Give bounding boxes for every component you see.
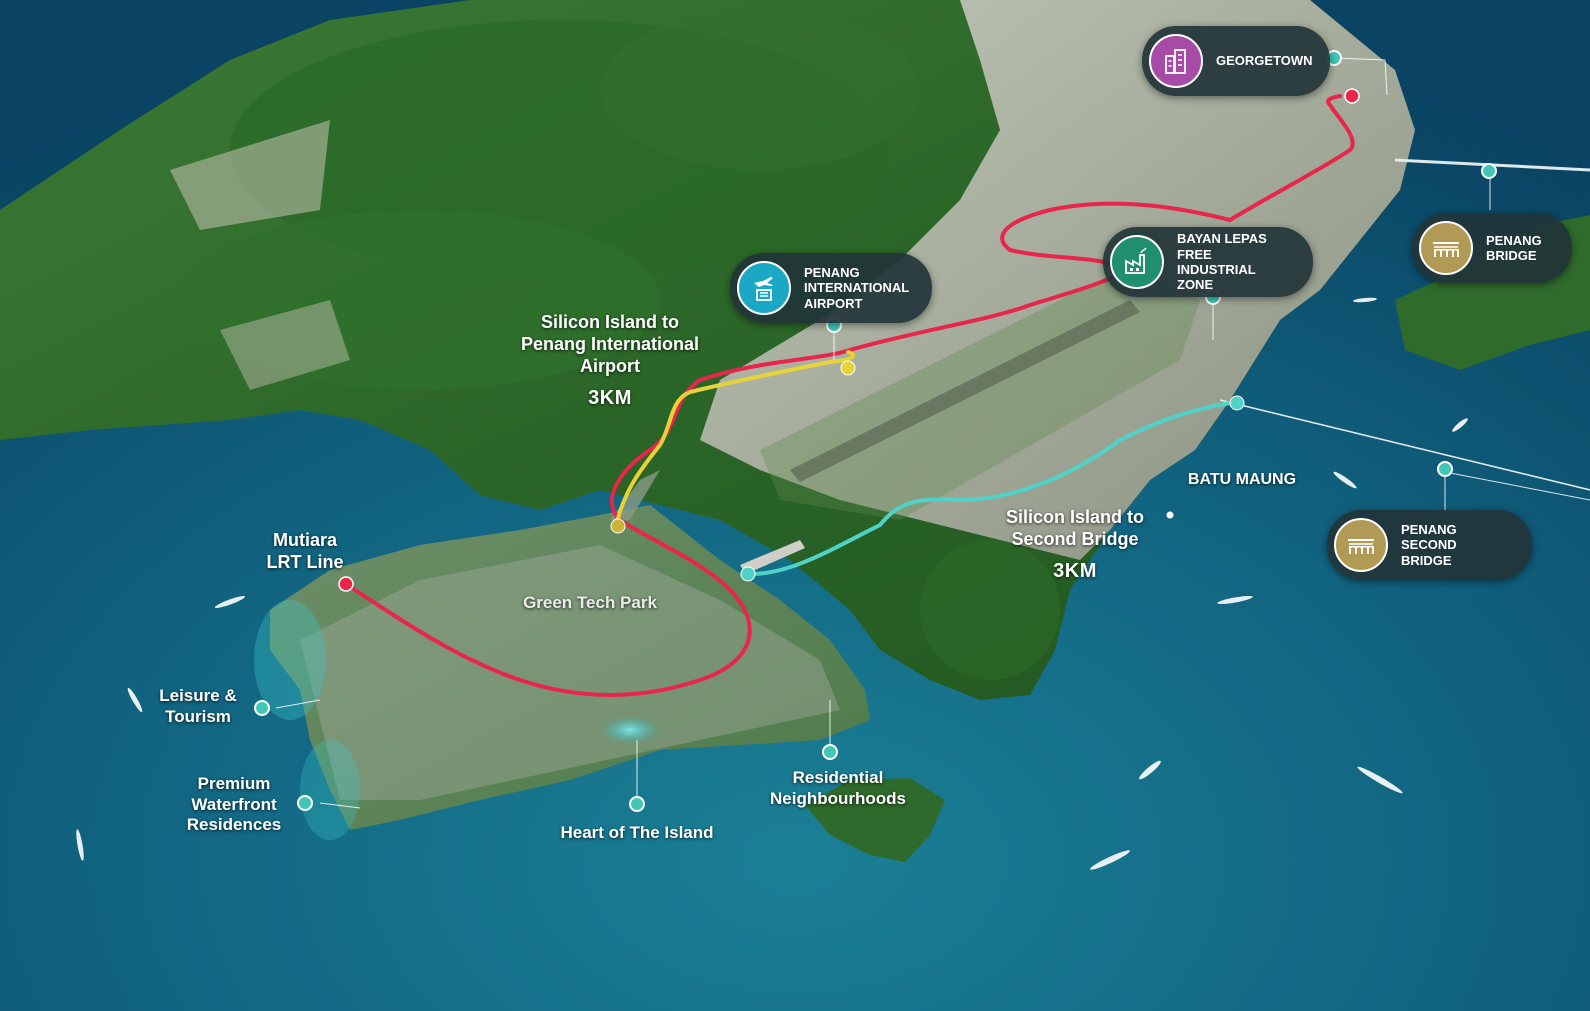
batu-maung-label: BATU MAUNG — [1187, 471, 1297, 488]
bayan-lepas-pill: BAYAN LEPAS FREE INDUSTRIAL ZONE — [1103, 227, 1313, 297]
lrt-route-line — [344, 94, 1355, 697]
residential-label-line-1: Residential — [792, 768, 884, 787]
georgetown-pill: GEORGETOWN — [1142, 26, 1330, 96]
penang-bridge-pill-line-1: PENANG — [1486, 232, 1542, 248]
airport-runway — [790, 300, 1140, 482]
second-bridge-pill: PENANG SECOND BRIDGE — [1327, 510, 1532, 580]
airport-route-label-line-3: Airport — [580, 355, 640, 376]
buildings-icon — [1149, 34, 1203, 88]
leisure-label-line-2: Tourism — [165, 706, 231, 726]
leisure-label-line-1: Leisure & — [159, 686, 237, 705]
second-bridge-pill-line-2: BRIDGE — [1401, 552, 1452, 568]
urban-area — [700, 0, 1415, 560]
boats — [76, 297, 1468, 870]
airport-pill-line-2: INTERNATIONAL — [804, 280, 910, 296]
bridge-route-line — [746, 401, 1232, 577]
second-bridge-span — [1219, 399, 1590, 491]
bridge-route-distance: 3KM — [1053, 559, 1097, 582]
airport-route-line — [615, 350, 856, 524]
airport-tower-icon — [737, 261, 791, 315]
bridge-icon — [1419, 221, 1473, 275]
factory-icon — [1110, 235, 1164, 289]
penang-bridge-pill-line-2: BRIDGE — [1486, 248, 1537, 263]
georgetown-pill-line-1: GEORGETOWN — [1216, 53, 1313, 69]
georgetown-pill-text: GEORGETOWN — [1216, 53, 1313, 68]
bridge-route-label-line-1: Silicon Island to — [1005, 507, 1144, 527]
bridge-icon — [1334, 518, 1388, 572]
green-tech-park-label: Green Tech Park — [523, 593, 657, 612]
residential-label-line-2: Neighbourhoods — [770, 788, 906, 808]
residential-label: Residential Neighbourhoods — [770, 768, 906, 809]
airport-pill-text: PENANG INTERNATIONAL AIRPORT — [804, 265, 909, 311]
bridge-route-label-line-2: Second Bridge — [1011, 528, 1139, 549]
second-bridge-pill-text: PENANG SECOND BRIDGE — [1401, 522, 1510, 568]
bayan-lepas-pill-line-2: FREE INDUSTRIAL — [1177, 246, 1256, 277]
heart-of-island-label: Heart of The Island — [560, 823, 714, 842]
bayan-lepas-pill-line-1: BAYAN LEPAS — [1177, 231, 1267, 247]
airport-route-label: Silicon Island to Penang International A… — [510, 312, 710, 410]
premium-waterfront-label: Premium Waterfront Residences — [178, 774, 290, 836]
mutiara-lrt-label: Mutiara LRT Line — [250, 530, 360, 574]
second-bridge-pill-line-1: PENANG SECOND — [1401, 522, 1457, 553]
leisure-tourism-label: Leisure & Tourism — [150, 686, 246, 727]
premium-label-line-3: Residences — [186, 815, 282, 835]
airport-route-label-line-2: Penang International — [520, 333, 700, 354]
penang-bridge-pill: PENANG BRIDGE — [1412, 213, 1572, 283]
silicon-island — [270, 505, 870, 830]
airport-pill-line-1: PENANG — [804, 265, 860, 280]
islet-south — [805, 778, 945, 862]
bridge-route-label: Silicon Island to Second Bridge 3KM — [985, 507, 1165, 583]
penang-bridge-pill-text: PENANG BRIDGE — [1486, 233, 1542, 264]
airport-pill: PENANG INTERNATIONAL AIRPORT — [730, 253, 932, 323]
airport-route-distance: 3KM — [588, 386, 632, 409]
mutiara-label-line-2: LRT Line — [266, 551, 344, 572]
bayan-lepas-pill-text: BAYAN LEPAS FREE INDUSTRIAL ZONE — [1177, 231, 1291, 292]
premium-label-line-1: Premium — [197, 774, 271, 793]
premium-label-line-2: Waterfront — [191, 794, 277, 814]
airport-route-label-line-1: Silicon Island to — [540, 312, 679, 332]
route-endpoints — [338, 88, 1360, 592]
airport-pill-line-3: AIRPORT — [804, 295, 863, 311]
bayan-lepas-pill-line-3: ZONE — [1177, 277, 1214, 293]
mutiara-label-line-1: Mutiara — [272, 530, 337, 550]
